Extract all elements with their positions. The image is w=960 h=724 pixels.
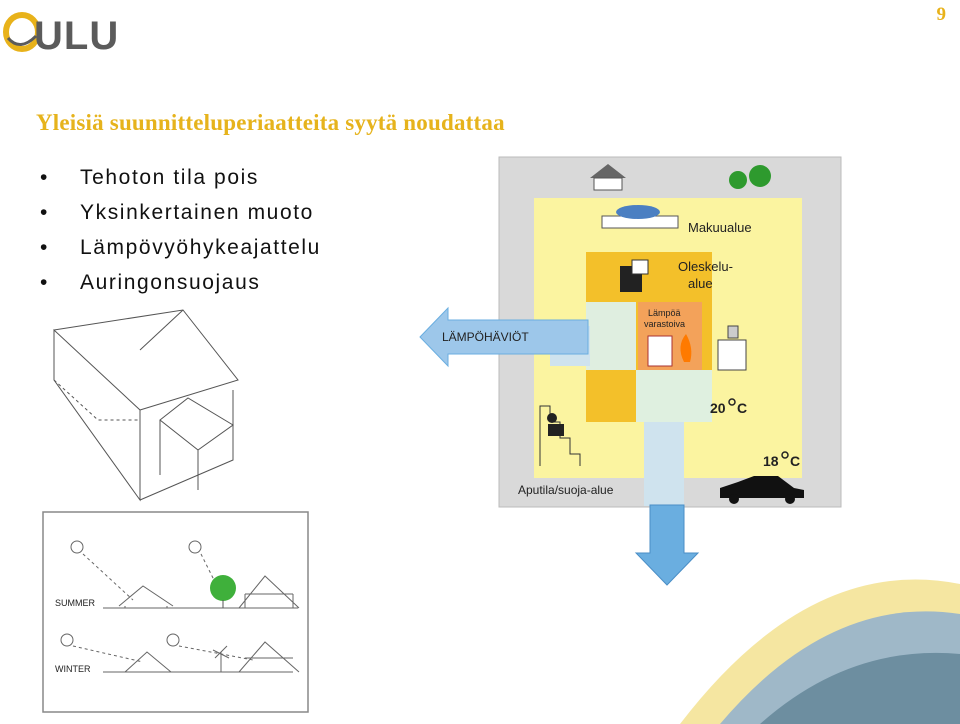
sun-icon xyxy=(166,633,180,647)
reader-icon xyxy=(620,259,649,292)
oulu-logo: ULU xyxy=(2,8,132,58)
sun-shading-diagram: SUMMER WINTER xyxy=(42,511,309,713)
heat-loss-arrow-icon: LÄMPÖHÄVIÖT xyxy=(419,306,589,368)
car-icon xyxy=(720,476,804,504)
page-number: 9 xyxy=(936,4,947,25)
sun-icon xyxy=(60,633,74,647)
sun-icon xyxy=(70,540,84,554)
down-arrow-icon xyxy=(634,504,700,586)
inner-temp-label: 20 C xyxy=(710,398,747,416)
svg-text:20: 20 xyxy=(710,400,726,416)
house-sketch-image xyxy=(53,309,239,502)
bedroom-label: Makuualue xyxy=(688,220,752,235)
living-label: Oleskelu- xyxy=(678,259,733,274)
sun-icon xyxy=(188,540,202,554)
svg-text:18: 18 xyxy=(763,453,779,469)
trees-icon xyxy=(729,165,771,189)
fireplace-icon xyxy=(647,334,692,367)
winter-label: WINTER xyxy=(55,664,91,674)
summer-label: SUMMER xyxy=(55,598,95,608)
logo-ring-icon xyxy=(3,12,41,52)
bullet-dot-icon: • xyxy=(40,201,49,224)
bullet-text: Auringonsuojaus xyxy=(80,271,261,294)
tree-icon xyxy=(210,575,236,601)
living-label-2: alue xyxy=(688,276,713,291)
slide-title: Yleisiä suunnitteluperiaatteita syytä no… xyxy=(36,110,505,135)
bullet-dot-icon: • xyxy=(40,166,49,189)
bullet-list: • Tehoton tila pois • Yksinkertainen muoto… xyxy=(40,160,321,300)
svg-text:C: C xyxy=(790,453,800,469)
bullet-item: • Tehoton tila pois xyxy=(40,160,321,195)
bullet-text: Yksinkertainen muoto xyxy=(80,201,314,224)
bed-icon xyxy=(601,205,679,229)
storage-label: Lämpöä xyxy=(648,308,681,318)
buffer-zone-label: Aputila/suoja-alue xyxy=(518,483,614,497)
storage-label-2: varastoiva xyxy=(644,319,685,329)
outer-temp-label: 18 C xyxy=(763,451,800,469)
aerial-photo-decoration xyxy=(680,579,960,724)
stairs-person-icon xyxy=(539,405,581,466)
heat-loss-label: LÄMPÖHÄVIÖT xyxy=(442,330,529,344)
bullet-text: Lämpövyöhykeajattelu xyxy=(80,236,321,259)
bullet-item: • Lämpövyöhykeajattelu xyxy=(40,230,321,265)
bullet-item: • Auringonsuojaus xyxy=(40,265,321,300)
bullet-item: • Yksinkertainen muoto xyxy=(40,195,321,230)
bullet-dot-icon: • xyxy=(40,236,49,259)
svg-text:C: C xyxy=(737,400,747,416)
logo-text: ULU xyxy=(34,14,120,58)
stove-icon xyxy=(717,325,747,371)
bullet-dot-icon: • xyxy=(40,271,49,294)
house-icon xyxy=(590,164,626,191)
bullet-text: Tehoton tila pois xyxy=(80,166,259,189)
